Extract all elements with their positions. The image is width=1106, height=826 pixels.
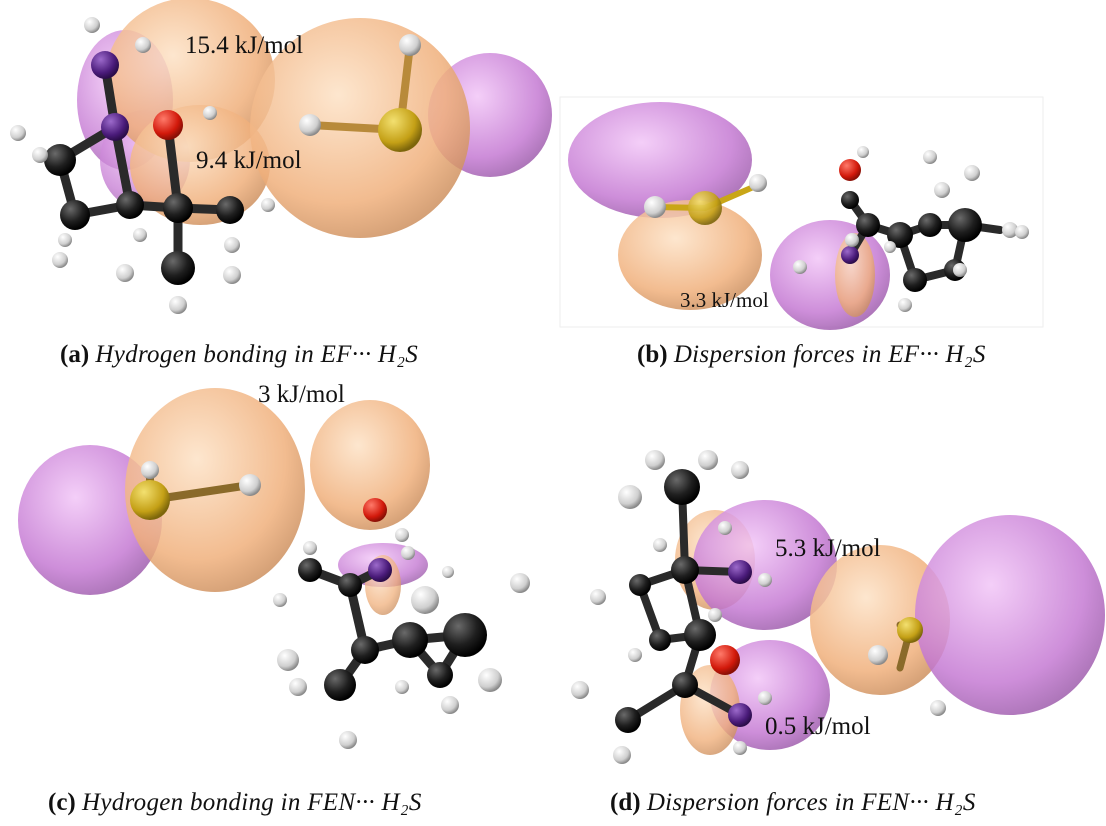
caption-b-tag: (b)	[637, 341, 668, 368]
panel-b: 3.3 kJ/mol	[559, 95, 1045, 330]
panel-d: 5.3 kJ/mol 0.5 kJ/mol	[560, 440, 1106, 770]
caption-a: (a) Hydrogen bonding in EF··· H₂S	[60, 341, 418, 369]
atoms	[10, 17, 422, 314]
caption-c: (c) Hydrogen bonding in FEN··· H₂S	[48, 789, 422, 817]
caption-b: (b) Dispersion forces in EF··· H₂S	[637, 341, 986, 369]
orbital-lobes	[568, 102, 890, 330]
molecule-diagram-b	[559, 96, 1044, 330]
molecule-diagram-c	[18, 388, 530, 749]
panel-a: 15.4 kJ/mol 9.4 kJ/mol	[0, 0, 560, 335]
molecule-diagram-a	[10, 0, 552, 314]
panel-c: 3 kJ/mol	[0, 381, 560, 765]
energy-label-a-2: 9.4 kJ/mol	[196, 147, 302, 174]
energy-label-b-1: 3.3 kJ/mol	[680, 288, 769, 312]
caption-d-tag: (d)	[610, 789, 641, 816]
atoms	[130, 461, 530, 749]
caption-a-text: Hydrogen bonding in EF··· H₂S	[95, 341, 419, 368]
atoms	[644, 146, 1029, 312]
caption-c-tag: (c)	[48, 789, 76, 816]
caption-a-tag: (a)	[60, 341, 90, 368]
energy-label-d-2: 0.5 kJ/mol	[765, 713, 871, 740]
caption-d: (d) Dispersion forces in FEN··· H₂S	[610, 789, 976, 817]
energy-label-a-1: 15.4 kJ/mol	[185, 32, 304, 59]
caption-c-text: Hydrogen bonding in FEN··· H₂S	[82, 789, 422, 816]
caption-b-text: Dispersion forces in EF··· H₂S	[673, 341, 986, 368]
energy-label-d-1: 5.3 kJ/mol	[775, 535, 881, 562]
atoms	[571, 450, 946, 764]
energy-label-c-1: 3 kJ/mol	[258, 381, 345, 408]
caption-d-text: Dispersion forces in FEN··· H₂S	[646, 789, 976, 816]
molecule-diagram-d	[571, 450, 1105, 764]
